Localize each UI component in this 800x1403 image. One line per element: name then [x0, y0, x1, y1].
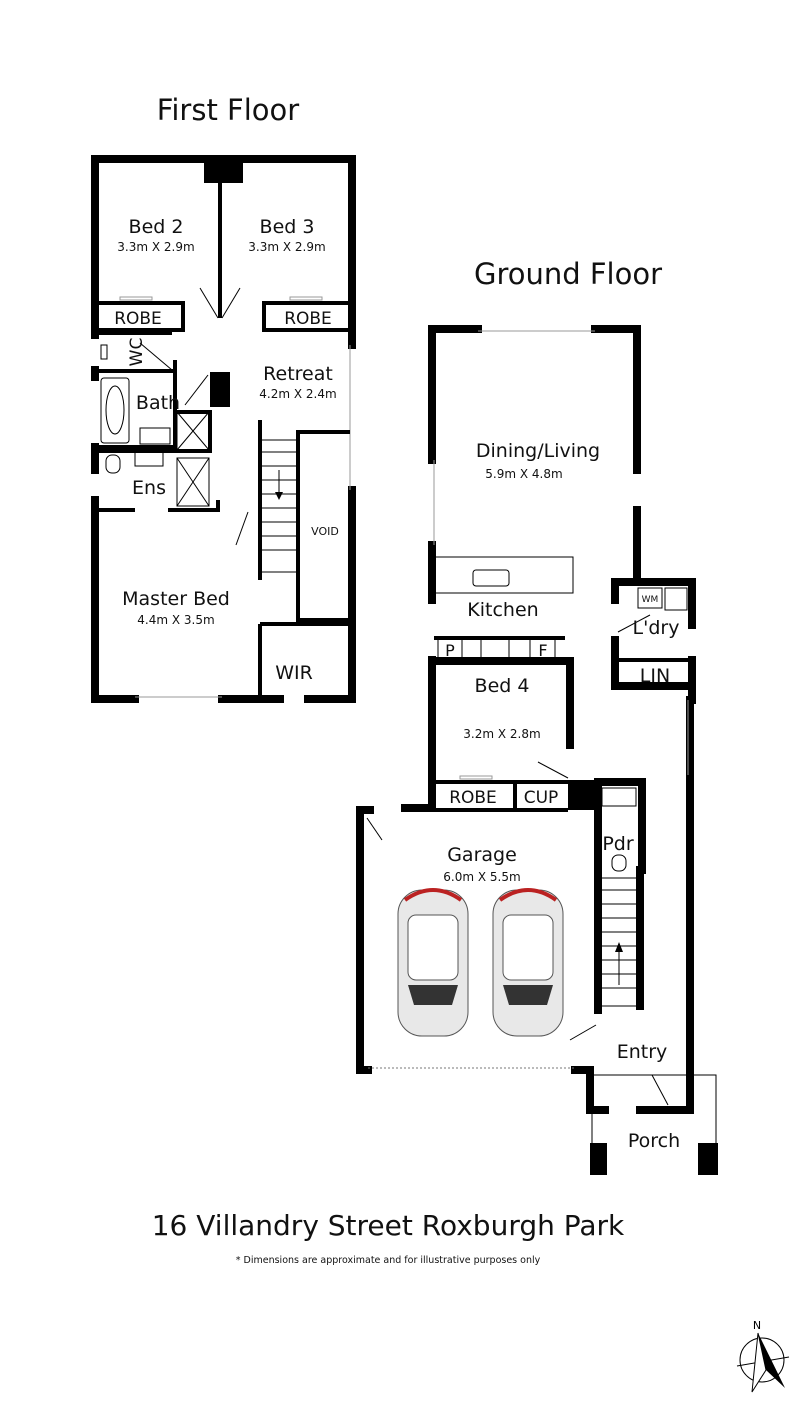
laundry-trough-icon: [664, 587, 688, 611]
room-dims-bed4: 3.2m X 2.8m: [463, 727, 540, 741]
room-name-robe-left: ROBE: [114, 309, 162, 329]
room-name-garage: Garage: [447, 844, 517, 866]
room-name-retreat: Retreat: [263, 363, 333, 385]
room-name-master: Master Bed: [122, 588, 230, 610]
car-icon: [397, 888, 469, 1037]
room-name-fridge: F: [538, 641, 547, 660]
room-name-ens: Ens: [132, 477, 166, 499]
robe-left-walls: [97, 301, 185, 332]
wir-walls: [258, 622, 350, 699]
room-dims-bed3: 3.3m X 2.9m: [248, 240, 325, 254]
ground-floor-plan: Ground Floor: [356, 257, 718, 1175]
room-name-bed4: Bed 4: [475, 675, 530, 697]
toilet-icon: [611, 854, 627, 872]
wall: [428, 657, 574, 749]
ground-floor-title: Ground Floor: [474, 257, 662, 291]
room-name-void: VOID: [311, 525, 339, 538]
room-name-lin: LIN: [640, 665, 670, 687]
wall: [594, 778, 646, 1014]
car-icon: [492, 888, 564, 1037]
wall: [611, 578, 696, 704]
room-name-bed3: Bed 3: [260, 216, 315, 238]
shower-icon: [176, 411, 210, 451]
room-dims-master: 4.4m X 3.5m: [137, 613, 214, 627]
first-floor-plan: First Floor: [91, 93, 356, 703]
cooktop-icon: [480, 637, 510, 661]
north-compass-icon: N: [736, 1319, 790, 1393]
room-name-bed2: Bed 2: [129, 216, 184, 238]
room-dims-retreat: 4.2m X 2.4m: [259, 387, 336, 401]
room-name-cup: CUP: [524, 788, 559, 808]
kitchen-island: [432, 556, 574, 594]
disclaimer: * Dimensions are approximate and for ill…: [236, 1255, 541, 1266]
room-name-dining: Dining/Living: [476, 440, 600, 462]
wall: [401, 541, 436, 812]
room-name-robe: ROBE: [449, 788, 497, 808]
bathtub-icon: [100, 377, 130, 444]
room-name-robe-right: ROBE: [284, 309, 332, 329]
room-name-kitchen: Kitchen: [467, 599, 538, 621]
ens-walls: [97, 500, 220, 512]
washing-machine-icon: [637, 587, 663, 609]
property-address: 16 Villandry Street Roxburgh Park: [152, 1209, 625, 1242]
room-name-wm: WM: [642, 595, 659, 605]
first-floor-title: First Floor: [157, 93, 299, 127]
staircase: [259, 439, 299, 573]
room-name-laundry: L'dry: [633, 617, 680, 639]
basin-icon: [139, 427, 171, 445]
wc-walls: [97, 331, 177, 373]
room-name-pantry: P: [445, 641, 455, 660]
room-name-wir: WIR: [275, 662, 313, 684]
robe-right-walls: [262, 301, 350, 332]
sink-icon: [472, 569, 510, 587]
shower-icon: [176, 457, 210, 507]
column: [204, 159, 243, 183]
room-dims-bed2: 3.3m X 2.9m: [117, 240, 194, 254]
room-name-wc: WC: [127, 338, 147, 367]
room-dims-garage: 6.0m X 5.5m: [443, 870, 520, 884]
room-name-porch: Porch: [628, 1130, 680, 1152]
toilet-icon: [105, 454, 121, 474]
compass-label: N: [753, 1319, 761, 1332]
wall: [428, 325, 641, 474]
room-name-pdr: Pdr: [602, 833, 634, 855]
wall: [611, 636, 696, 690]
room-name-bath: Bath: [136, 392, 180, 414]
room-dims-dining: 5.9m X 4.8m: [485, 467, 562, 481]
garage-walls: [356, 806, 609, 1114]
wall: [91, 366, 356, 703]
void-walls: [296, 430, 350, 622]
room-name-entry: Entry: [617, 1041, 668, 1063]
